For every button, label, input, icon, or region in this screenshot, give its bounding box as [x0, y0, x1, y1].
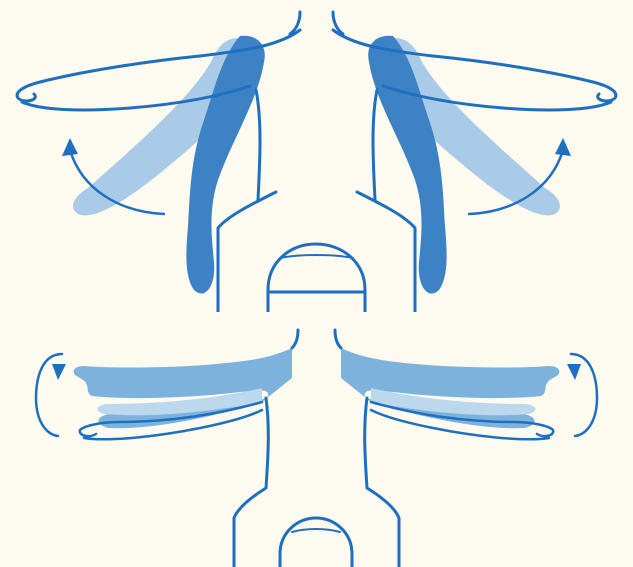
right-arm-fill-mid: [341, 348, 559, 428]
left-arm-fill-mid: [74, 348, 292, 428]
left-arrowhead-icon: [62, 138, 78, 156]
shoulder-raise-drawing: [0, 0, 633, 312]
left-rotation-arrowhead-icon: [52, 364, 66, 380]
figure-arm-rotation: [0, 318, 633, 567]
left-arm-dark-hanging: [186, 36, 264, 294]
arm-rotation-drawing: [0, 318, 633, 567]
torso-right-side: [365, 398, 399, 567]
right-arrowhead-icon: [555, 138, 571, 156]
neck-right: [335, 330, 341, 348]
right-arm-dark-hanging: [368, 36, 446, 294]
neck-left: [292, 330, 298, 348]
seat-line: [280, 255, 353, 258]
figure-shoulder-raise: [0, 0, 633, 312]
torso-right-side: [373, 90, 377, 200]
seat-arch: [280, 518, 352, 567]
right-rotation-arrowhead-icon: [567, 364, 581, 380]
pelvis-outline: [218, 192, 415, 312]
torso-left-side: [256, 90, 260, 200]
seat-line: [292, 529, 340, 532]
torso-left-side: [234, 398, 268, 567]
